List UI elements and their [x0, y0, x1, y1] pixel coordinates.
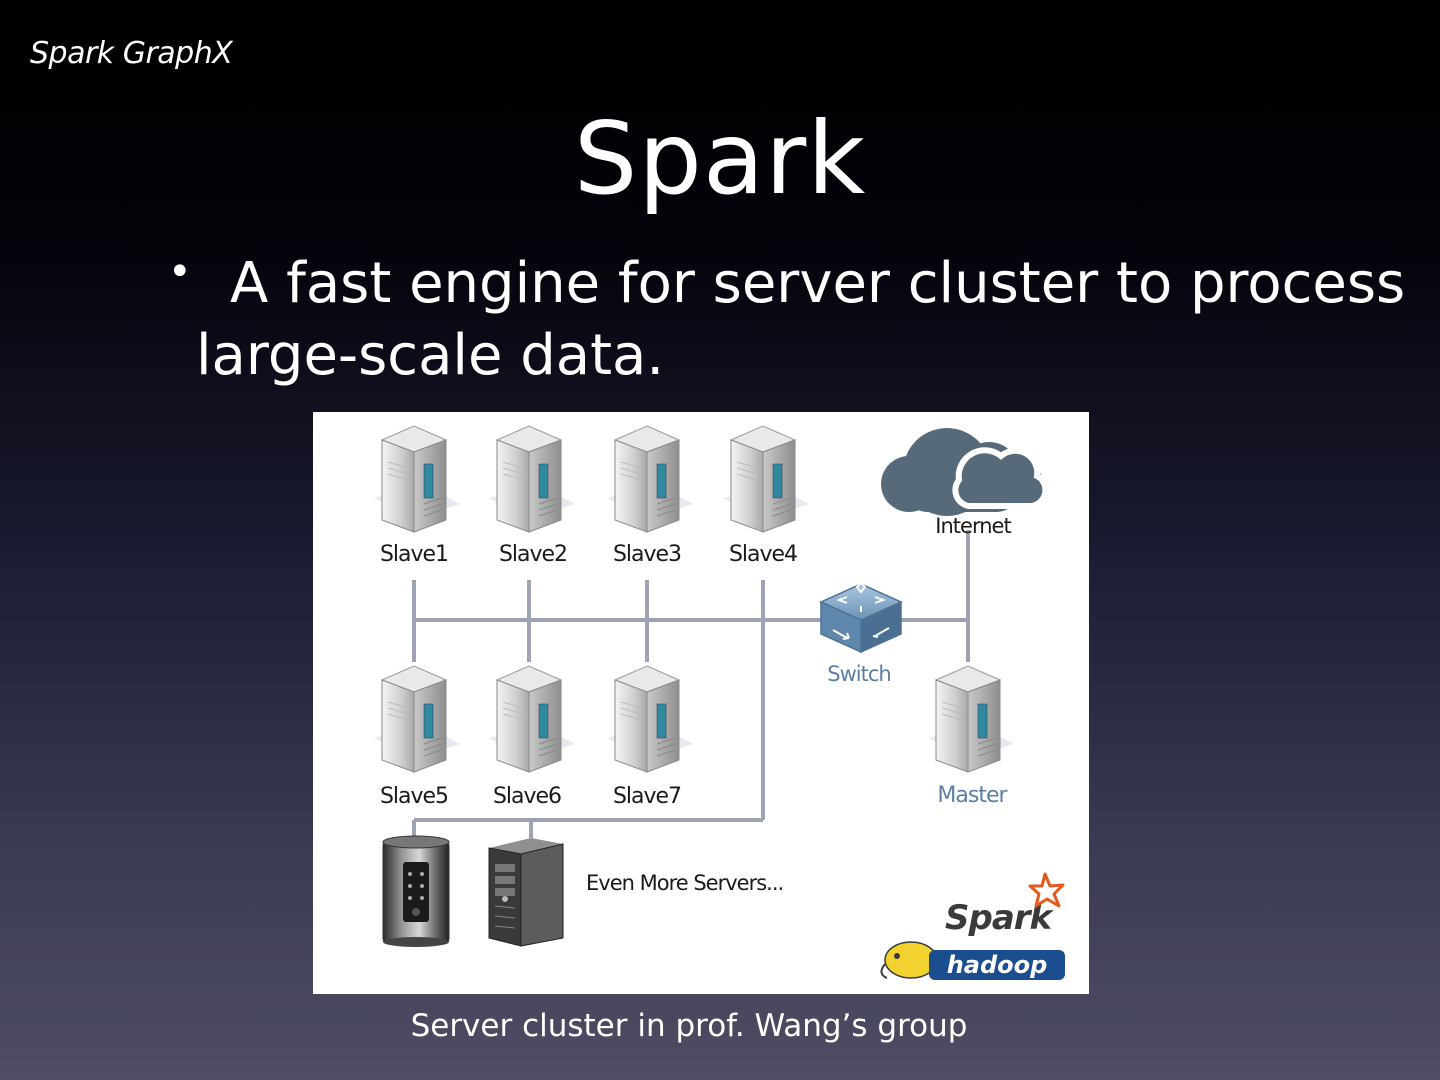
label-slave4: Slave4	[729, 542, 797, 567]
server-slave3-icon	[607, 426, 693, 532]
tower-server-icon	[489, 838, 563, 946]
label-slave2: Slave2	[499, 542, 567, 567]
server-slave6-icon	[489, 666, 575, 772]
hadoop-logo-text: hadoop	[947, 951, 1048, 979]
bullet-text-line1: A fast engine for server cluster to proc…	[230, 248, 1405, 320]
server-slave5-icon	[374, 666, 460, 772]
slide-header-label: Spark GraphX	[30, 36, 232, 71]
mac-pro-server-icon	[383, 836, 449, 947]
network-switch-icon	[821, 583, 901, 652]
internet-cloud-icon	[881, 428, 1045, 516]
server-slave7-icon	[607, 666, 693, 772]
bullet-text-line2: large-scale data.	[196, 320, 664, 392]
server-slave4-icon	[723, 426, 809, 532]
spark-logo: Spark	[945, 874, 1063, 938]
server-slave2-icon	[489, 426, 575, 532]
diagram-caption: Server cluster in prof. Wang’s group	[0, 1008, 1378, 1044]
bullet-dot-icon: •	[168, 236, 192, 308]
server-master-icon	[928, 666, 1014, 772]
label-slave3: Slave3	[613, 542, 681, 567]
server-slave1-icon	[374, 426, 460, 532]
label-internet: Internet	[935, 514, 1011, 538]
label-master: Master	[937, 783, 1008, 808]
server-cluster-diagram: Slave1 Slave2 Slave3 Slave4 Internet Swi…	[313, 412, 1089, 994]
label-even-more-servers: Even More Servers...	[586, 871, 783, 895]
label-switch: Switch	[827, 662, 890, 686]
slide-title: Spark	[0, 100, 1440, 217]
label-slave5: Slave5	[380, 784, 448, 809]
label-slave6: Slave6	[493, 784, 561, 809]
label-slave7: Slave7	[613, 784, 681, 809]
hadoop-logo: hadoop	[881, 942, 1065, 980]
label-slave1: Slave1	[380, 542, 448, 567]
